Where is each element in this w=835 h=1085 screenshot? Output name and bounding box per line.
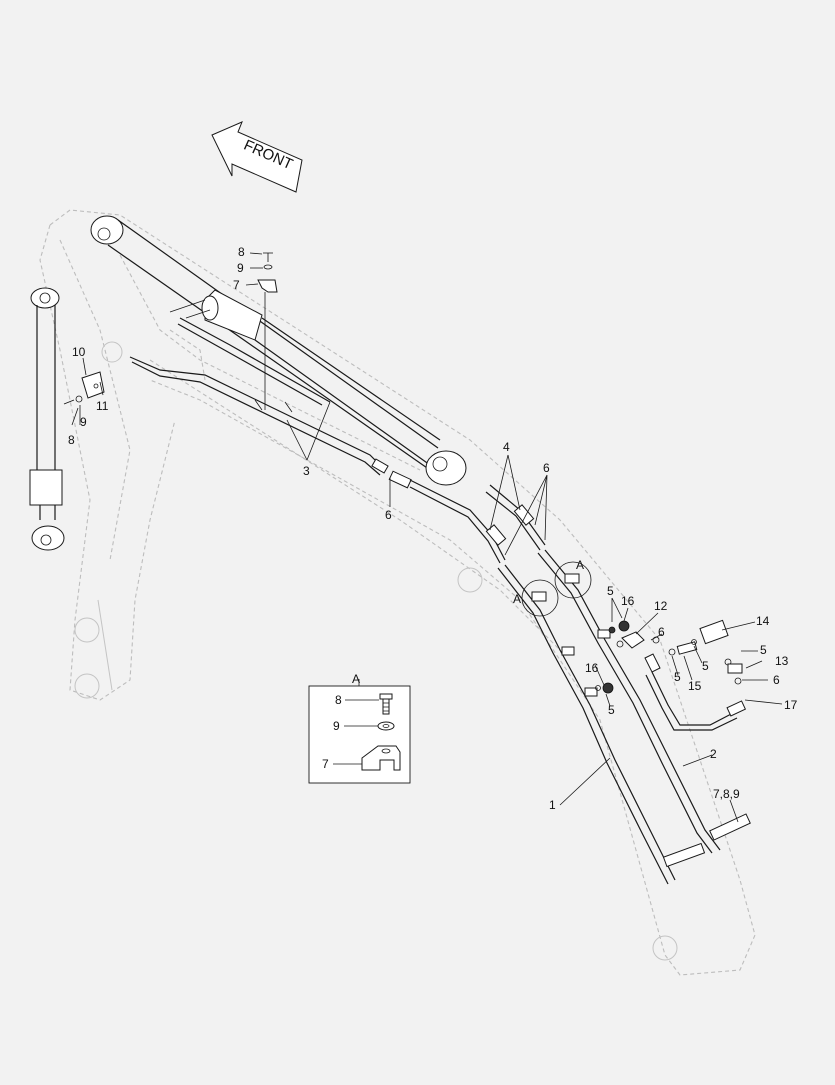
callout-8a: 8	[238, 245, 245, 259]
detail-label-7: 7	[322, 757, 329, 771]
callout-9a: 9	[237, 261, 244, 275]
marker-a2: A	[576, 558, 584, 572]
callout-7-8-9: 7,8,9	[713, 787, 740, 801]
callout-9b: 9	[80, 415, 87, 429]
callout-5b: 5	[760, 643, 767, 657]
detail-label-9: 9	[333, 719, 340, 733]
callout-14: 14	[756, 614, 770, 628]
hoses-4	[409, 479, 546, 564]
front-arrow: FRONT	[211, 121, 303, 193]
detail-label-8: 8	[335, 693, 342, 707]
callout-15: 15	[688, 679, 702, 693]
callout-8b: 8	[68, 433, 75, 447]
callout-10: 10	[72, 345, 86, 359]
callout-6d: 6	[773, 673, 780, 687]
clamp-marker-a1	[521, 579, 559, 617]
boom-cylinder	[90, 215, 467, 486]
callout-5a: 5	[607, 584, 614, 598]
callout-17: 17	[784, 698, 798, 712]
callout-3: 3	[303, 464, 310, 478]
leader-lines	[71, 252, 783, 823]
clamp-marker-a2	[554, 561, 592, 599]
callout-2: 2	[710, 747, 717, 761]
tube-2	[537, 549, 751, 854]
callout-6b: 6	[385, 508, 392, 522]
callout-13: 13	[775, 654, 789, 668]
detail-box-title: A	[352, 672, 360, 686]
hose-set-3	[129, 317, 412, 489]
tube-1	[497, 564, 706, 885]
callout-7: 7	[233, 278, 240, 292]
callout-16a: 16	[621, 594, 635, 608]
callout-11: 11	[96, 399, 109, 413]
callout-1: 1	[549, 798, 556, 812]
left-cylinder	[29, 287, 65, 551]
callout-6c: 6	[658, 625, 665, 639]
callout-5d: 5	[674, 670, 681, 684]
clamp-left	[63, 371, 105, 405]
callout-labels: 8 9 7 10 11 9 8 3 4 6 6 A A 5 16 12 6 14…	[68, 245, 798, 812]
boom-outline	[39, 209, 756, 976]
hose-17	[645, 671, 747, 731]
detail-box-a: A 8 9 7	[308, 672, 411, 784]
callout-4: 4	[503, 440, 510, 454]
callout-6a: 6	[543, 461, 550, 475]
clamp-upper	[257, 252, 278, 410]
marker-a1: A	[513, 592, 521, 606]
callout-12: 12	[654, 599, 668, 613]
fittings-group	[561, 619, 743, 697]
callout-16b: 16	[585, 661, 599, 675]
callout-5e: 5	[608, 703, 615, 717]
callout-5c: 5	[702, 659, 709, 673]
